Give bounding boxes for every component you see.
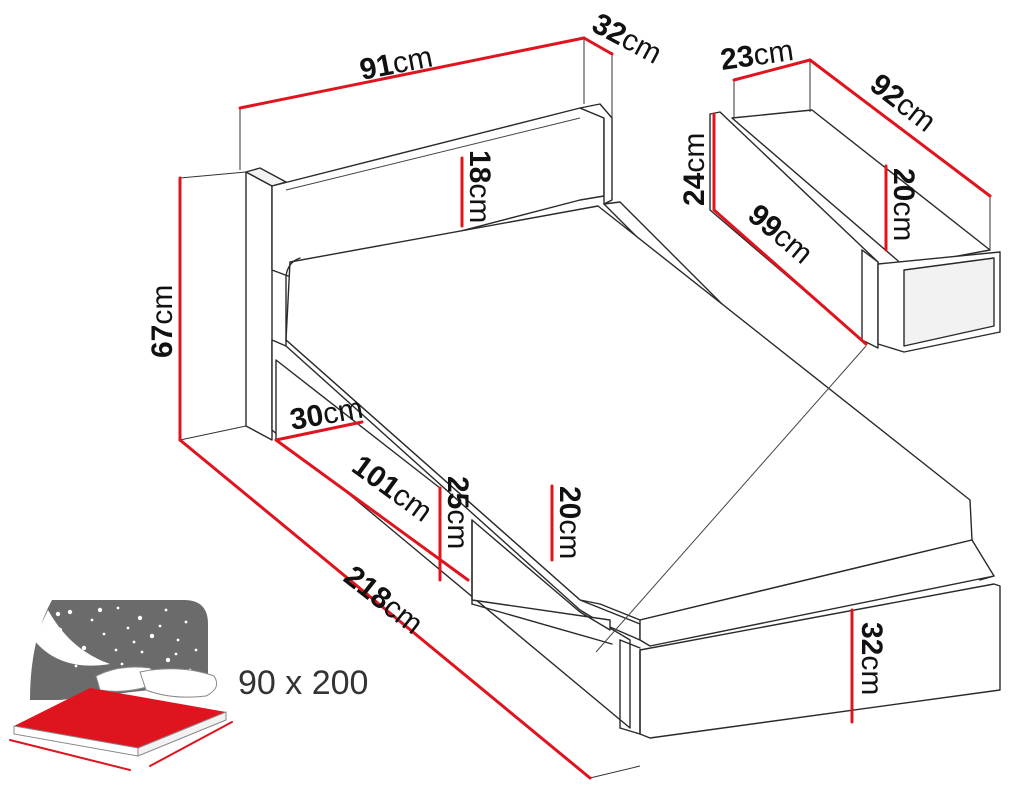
star-icon xyxy=(174,652,178,656)
star-icon xyxy=(120,662,124,666)
drawer-illustration xyxy=(709,109,1001,353)
left-side-panel xyxy=(245,171,273,441)
star-icon xyxy=(140,650,144,654)
bed-with-night-sky-icon: 90 x 200 xyxy=(9,600,368,771)
star-icon xyxy=(67,609,73,615)
label-92: 92cm xyxy=(864,68,942,139)
dim-line-91 xyxy=(238,36,586,110)
dim-line-30 xyxy=(274,420,364,442)
star-icon xyxy=(164,608,168,612)
headboard-post xyxy=(579,103,613,205)
star-icon xyxy=(57,627,63,633)
mattress-front xyxy=(639,539,995,647)
star-icon xyxy=(116,606,120,610)
star-icon xyxy=(126,626,130,630)
dim-line-92 xyxy=(808,58,992,198)
label-67: 67cm xyxy=(146,285,179,358)
star-icon xyxy=(194,648,198,652)
star-icon xyxy=(184,620,188,624)
label-18: 18cm xyxy=(463,150,496,223)
star-icon xyxy=(132,640,136,644)
label-23: 23cm xyxy=(718,34,795,77)
drawer-side xyxy=(709,111,879,349)
label-20-mattress: 20cm xyxy=(553,486,586,559)
label-25: 25cm xyxy=(441,476,474,549)
label-32-top: 32cm xyxy=(587,7,667,71)
star-icon xyxy=(165,657,171,663)
star-icon xyxy=(55,611,61,617)
label-218: 218cm xyxy=(338,560,429,641)
bed-illustration xyxy=(245,103,1001,739)
label-32-frame: 32cm xyxy=(855,622,888,695)
label-24: 24cm xyxy=(678,133,711,206)
sleeping-area-label: 90 x 200 xyxy=(238,664,368,702)
extension-lines xyxy=(179,38,991,779)
dimension-lines xyxy=(178,36,992,780)
mattress-icon xyxy=(14,688,226,748)
dim-line-99 xyxy=(712,208,868,346)
star-icon xyxy=(158,624,162,628)
star-icon xyxy=(149,633,155,639)
dim-line-101 xyxy=(274,438,470,582)
star-icon xyxy=(137,615,143,621)
drawer-front-inner xyxy=(903,257,995,347)
label-20-drawer: 20cm xyxy=(887,168,920,241)
star-icon xyxy=(102,632,106,636)
star-icon xyxy=(176,638,180,642)
star-icon xyxy=(90,618,94,622)
star-icon xyxy=(74,664,78,668)
dim-line-32-top xyxy=(582,36,614,56)
label-91: 91cm xyxy=(357,40,435,86)
star-icon xyxy=(97,607,103,613)
star-icon xyxy=(81,645,87,651)
dim-line-23 xyxy=(732,58,812,82)
label-30: 30cm xyxy=(287,392,365,437)
drawer-leader-line xyxy=(595,345,867,653)
dim-line-218 xyxy=(178,438,592,780)
star-icon xyxy=(114,648,118,652)
